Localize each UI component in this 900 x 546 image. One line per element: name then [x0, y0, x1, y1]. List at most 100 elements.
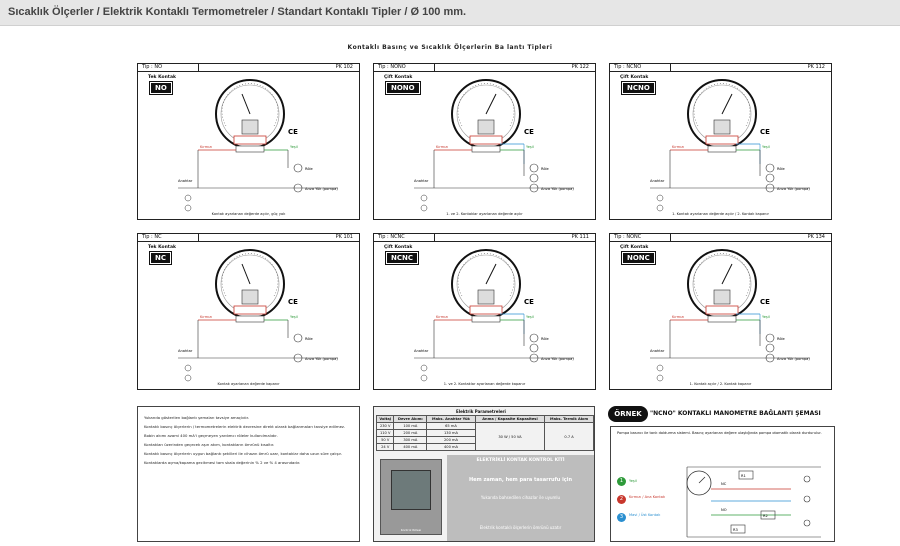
- label-green: Yeşil: [762, 315, 770, 319]
- contact-block-icon: [477, 289, 495, 305]
- gauge-needle-icon: [485, 263, 497, 285]
- label-load: Arıza Yük (pompa): [305, 187, 338, 191]
- panel-footnote: Kontak ayarlanan değerde açılır, güç yok: [211, 212, 286, 216]
- label-red: Kırmızı: [672, 145, 684, 149]
- spec-cell: 400 mA: [426, 443, 476, 451]
- contact-kind: Çift Kontak: [620, 245, 649, 250]
- lamp-icon: [184, 204, 192, 212]
- contact-kind: Tek Kontak: [148, 75, 176, 80]
- spec-header: Devre Akımı: [393, 415, 428, 423]
- contact-badge: NO: [149, 81, 173, 95]
- label-switch: Anahtar: [178, 179, 193, 183]
- spec-cell: 200 mA: [393, 429, 428, 437]
- label-relay: Röle: [305, 167, 314, 171]
- label-switch: Anahtar: [414, 179, 429, 183]
- page-header: Sıcaklık Ölçerler / Elektrik Kontaklı Te…: [0, 0, 900, 26]
- electrical-parameters: Elektrik Parametreleri Voltaj Devre Akım…: [373, 406, 595, 542]
- label-load: Arıza Yük (pompa): [777, 357, 810, 361]
- relay-device-image: Kontrol Rölesi: [380, 459, 442, 535]
- label-red: Kırmızı: [436, 315, 448, 319]
- label-green: Yeşil: [526, 315, 534, 319]
- spec-title: Elektrik Parametreleri: [456, 409, 506, 414]
- example-title: "NCNO" KONTAKLI MANOMETRE BAĞLANTI ŞEMAS…: [650, 410, 821, 417]
- legend-text-2: Kırmızı / Ana Kontak: [629, 495, 666, 499]
- lamp-icon: [420, 374, 428, 382]
- contact-badge: NONO: [385, 81, 421, 95]
- note-2: Kontaklı basınç ölçerlerin / termometrel…: [144, 424, 346, 429]
- label-no: NO: [721, 508, 727, 512]
- label-r3: R3: [733, 528, 738, 532]
- load-icon: [529, 353, 539, 363]
- spec-cell: 110 V: [375, 429, 395, 437]
- label-green: Yeşil: [290, 145, 298, 149]
- lamp-icon: [420, 194, 428, 202]
- label-r2: R2: [763, 514, 768, 518]
- lamp-icon: [656, 194, 664, 202]
- ce-mark-icon: CE: [288, 298, 298, 306]
- gauge-needle-icon: [241, 93, 251, 115]
- spec-power: 30 W / 50 VA: [474, 422, 546, 451]
- panel-type: Tip : NONO: [378, 64, 406, 70]
- label-r1: R1: [741, 474, 746, 478]
- label-relay: Röle: [305, 337, 314, 341]
- label-relay: Röle: [777, 167, 786, 171]
- lamp-icon: [420, 204, 428, 212]
- legend-dot-3: 3: [617, 513, 626, 522]
- panel-type: Tip : NCNO: [614, 64, 642, 70]
- contact-kind: Tek Kontak: [148, 245, 176, 250]
- panel-code: PK 122: [571, 64, 589, 70]
- relay-r2-icon: [760, 510, 776, 520]
- label-switch: Anahtar: [650, 349, 665, 353]
- contact-badge: NONC: [621, 251, 656, 265]
- panel-footnote: Kontak ayarlanan değerde kapanır: [217, 382, 280, 386]
- load-icon: [529, 183, 539, 193]
- label-green: Yeşil: [526, 145, 534, 149]
- label-relay: Röle: [541, 167, 550, 171]
- legend-dot-1: 1: [617, 477, 626, 486]
- spec-header: Maks. Termik Akım: [544, 415, 594, 423]
- label-red: Kırmızı: [672, 315, 684, 319]
- label-red: Kırmızı: [200, 315, 212, 319]
- spec-cell: 230 V: [375, 422, 395, 430]
- divider: [670, 64, 671, 72]
- example-description: Pompa basıncı ile tank doldurma sistemi.…: [617, 431, 822, 435]
- notes-box: Yukarıda gösterilen bağlantı şemaları ta…: [137, 406, 360, 542]
- spec-cell: 24 V: [375, 443, 395, 451]
- relay-r3-icon: [730, 524, 746, 534]
- label-switch: Anahtar: [178, 349, 193, 353]
- gauge-needle-icon: [721, 263, 733, 285]
- note-1: Yukarıda gösterilen bağlantı şemaları ta…: [144, 415, 250, 420]
- control-kit-box: ELEKTRİKLİ KONTAK KONTROL KİTİ Hem zaman…: [447, 455, 594, 541]
- legend-text-3: Mavi / Üst Kontak: [629, 513, 661, 517]
- label-green: Yeşil: [762, 145, 770, 149]
- contact-badge: NCNO: [621, 81, 656, 95]
- spec-header: Maks. Anahtar Yük: [426, 415, 476, 423]
- contact-block-icon: [477, 119, 495, 135]
- example-box: Pompa basıncı ile tank doldurma sistemi.…: [610, 426, 835, 542]
- ce-mark-icon: CE: [760, 128, 770, 136]
- label-relay: Röle: [541, 337, 550, 341]
- note-3: Bobin akımı azami 400 mA'i geçmeyen yard…: [144, 433, 278, 438]
- contact-block-icon: [241, 289, 259, 305]
- spec-cell: 200 mA: [426, 436, 476, 444]
- spec-cell: 65 mA: [426, 422, 476, 430]
- relay-r1-icon: [738, 470, 754, 480]
- load-icon: [293, 353, 303, 363]
- relay-2-icon: [529, 343, 539, 353]
- spec-cell: 400 mA: [393, 443, 428, 451]
- gauge-needle-icon: [721, 93, 733, 115]
- spec-header: Voltaj: [375, 415, 395, 423]
- relay-2-icon: [529, 173, 539, 183]
- label-switch: Anahtar: [650, 179, 665, 183]
- label-load: Arıza Yük (pompa): [305, 357, 338, 361]
